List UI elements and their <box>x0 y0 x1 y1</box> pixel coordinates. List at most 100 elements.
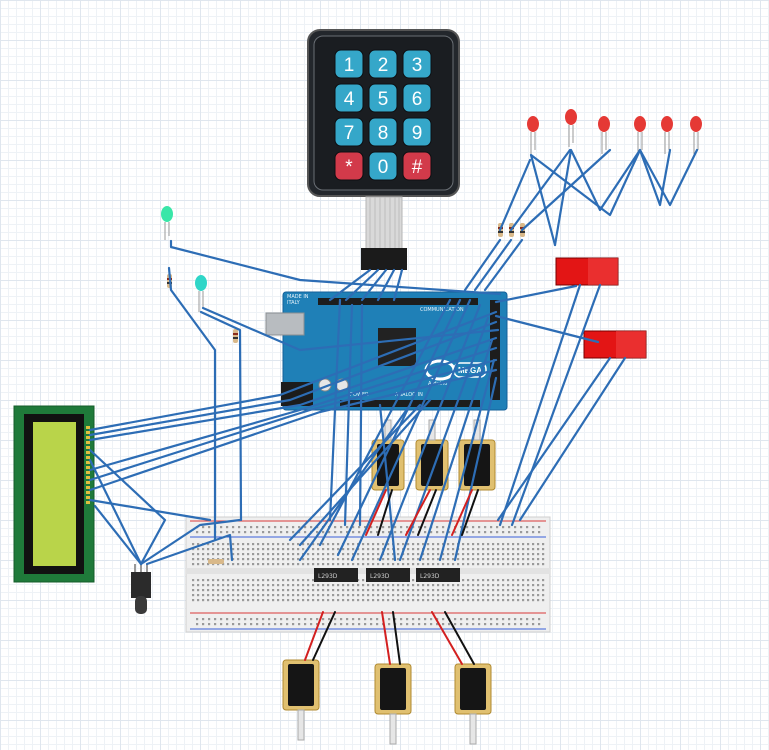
wire-31 <box>328 268 372 302</box>
wire-1 <box>169 239 502 296</box>
power-label: POWER <box>350 392 369 398</box>
power-wires <box>304 489 479 665</box>
ic-label: L293D <box>318 573 338 580</box>
wire-17 <box>498 158 532 232</box>
ribbon-cable <box>369 197 400 249</box>
keypad-key-7[interactable]: 7 <box>334 117 364 147</box>
key-label: 5 <box>378 89 389 110</box>
wire-39 <box>318 298 452 547</box>
key-label: 6 <box>412 89 423 110</box>
resistor-2 <box>233 329 238 343</box>
keypad-key-8[interactable]: 8 <box>368 117 398 147</box>
wire-21 <box>553 148 672 247</box>
wire-5 <box>88 310 498 432</box>
keypad-key-5[interactable]: 5 <box>368 83 398 113</box>
keypad-key-4[interactable]: 4 <box>334 83 364 113</box>
wire-14 <box>93 504 143 566</box>
motor-driver-ic-3: L293D <box>416 568 460 582</box>
red-led-1[interactable] <box>527 116 539 154</box>
cyan-led[interactable] <box>195 275 207 312</box>
country-label: ITALY <box>287 300 301 306</box>
solenoid-bottom-2[interactable] <box>374 663 412 745</box>
wire-37 <box>343 303 354 527</box>
ic-label: L293D <box>420 573 440 580</box>
wire-29 <box>518 356 627 522</box>
lcd-pins <box>86 426 90 504</box>
keypad-key-hash[interactable]: # <box>402 151 432 181</box>
motor-driver-ics: L293D L293D L293D <box>314 568 460 582</box>
wire-33 <box>360 268 388 302</box>
key-label: 7 <box>344 123 355 144</box>
red-led-6[interactable] <box>690 116 702 154</box>
solenoid-bottom-1[interactable] <box>282 659 320 741</box>
power-wire-5 <box>431 611 463 665</box>
wire-45 <box>438 358 496 562</box>
red-led-5[interactable] <box>661 116 673 154</box>
wire-20 <box>529 148 699 247</box>
keypad-key-1[interactable]: 1 <box>334 49 364 79</box>
wire-48 <box>288 403 422 542</box>
solenoid-top-3[interactable] <box>458 419 496 491</box>
keypad-key-3[interactable]: 3 <box>402 49 432 79</box>
power-wire-12 <box>461 489 479 536</box>
red-led-3[interactable] <box>598 116 610 154</box>
keypad-key-2[interactable]: 2 <box>368 49 398 79</box>
wire-19 <box>520 148 612 232</box>
resistor-6 <box>208 559 224 564</box>
wire-27 <box>498 283 582 527</box>
power-wire-10 <box>417 489 437 536</box>
power-wire-7 <box>365 489 387 536</box>
power-wire-4 <box>392 611 401 665</box>
header-top <box>318 298 478 305</box>
wire-15 <box>139 518 242 566</box>
key-label: 3 <box>412 55 423 76</box>
lcd-display[interactable] <box>13 405 95 583</box>
key-label: # <box>412 157 423 178</box>
red-led-2[interactable] <box>565 109 577 147</box>
green-led[interactable] <box>161 206 173 240</box>
wire-3 <box>199 310 243 522</box>
wire-47 <box>298 398 432 547</box>
wire-35 <box>392 268 404 302</box>
power-wire-8 <box>377 489 393 536</box>
power-wire-2 <box>312 611 336 661</box>
relay-module-1-shade <box>588 258 618 285</box>
communication-label: COMMUNICATION <box>420 307 464 313</box>
header-right <box>490 300 500 400</box>
wire-25 <box>494 284 578 304</box>
wire-11 <box>88 498 212 522</box>
wire-13 <box>88 458 143 566</box>
power-wire-3 <box>381 611 391 665</box>
wire-12 <box>88 448 167 566</box>
wire-34 <box>376 268 396 302</box>
arduino-mega-board[interactable]: MEGA Arduino MADE IN ITALY COMMUNICATION… <box>265 291 508 411</box>
wire-46 <box>453 376 498 562</box>
keypad-key-0[interactable]: 0 <box>368 151 398 181</box>
keypad-key-star[interactable]: * <box>334 151 364 181</box>
key-label: 4 <box>344 89 355 110</box>
wire-6 <box>88 320 498 437</box>
keypad-key-9[interactable]: 9 <box>402 117 432 147</box>
wire-41 <box>350 298 472 562</box>
key-label: 1 <box>344 55 355 76</box>
power-wire-11 <box>451 489 473 536</box>
key-label: 0 <box>378 157 389 178</box>
power-wire-9 <box>405 489 431 536</box>
usb-port <box>265 312 305 336</box>
wires <box>88 148 699 566</box>
wire-49 <box>298 403 412 562</box>
keypad-key-6[interactable]: 6 <box>402 83 432 113</box>
made-in-label: MADE IN <box>287 294 309 300</box>
wire-24 <box>483 238 524 292</box>
wire-42 <box>378 303 482 562</box>
red-leds <box>527 109 702 154</box>
potentiometer[interactable] <box>131 564 151 614</box>
keypad-connector <box>361 248 407 270</box>
solenoid-bottom-3[interactable] <box>454 663 492 745</box>
red-led-4[interactable] <box>634 116 646 154</box>
wire-32 <box>344 268 380 302</box>
wire-50 <box>378 403 397 562</box>
motor-driver-ic-2: L293D <box>366 568 410 582</box>
